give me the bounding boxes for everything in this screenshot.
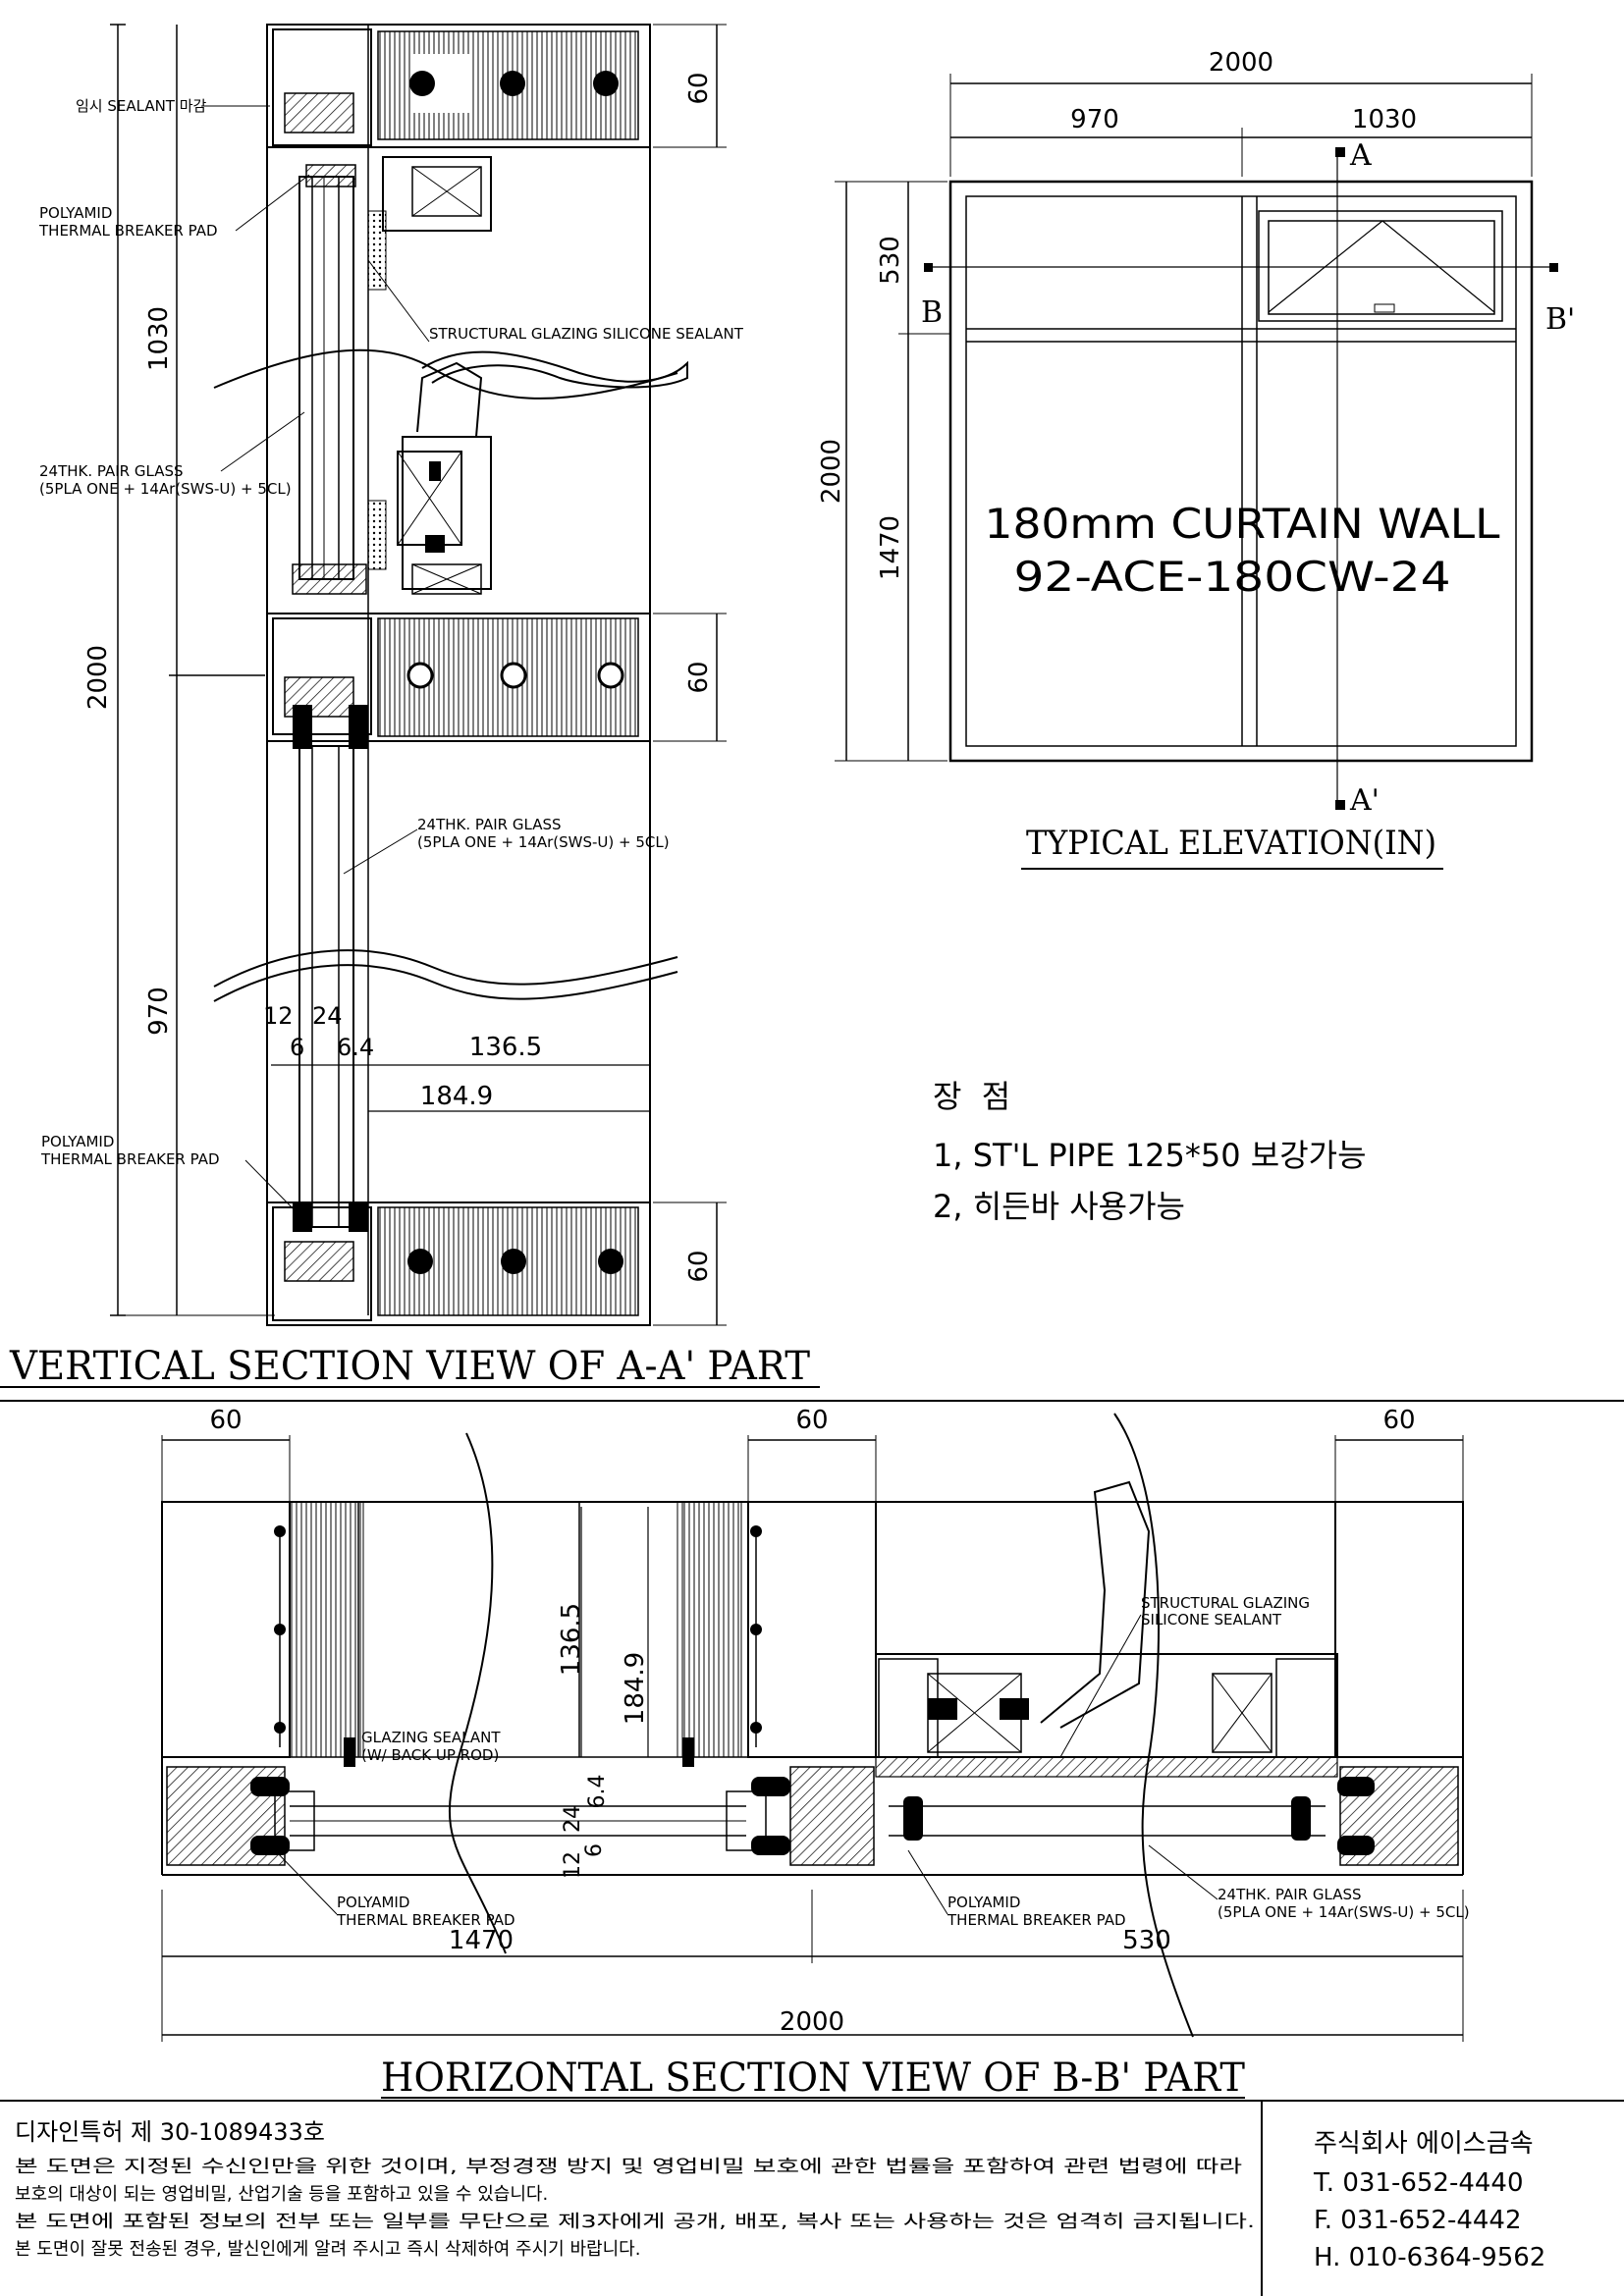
- footer-notice2: 보호의 대상이 되는 영업비밀, 산업기술 등을 포함하고 있을 수 있습니다.: [15, 2184, 548, 2205]
- hs-title: HORIZONTAL SECTION VIEW OF B-B' PART: [381, 2056, 1245, 2101]
- el-product-code: 92-ACE-180CW-24: [1014, 553, 1451, 601]
- vs-dim-6: 6: [290, 1034, 304, 1061]
- vs-label-glass2-b: (5PLA ONE + 14Ar(SWS-U) + 5CL): [417, 833, 670, 851]
- vs-label-glass2-a: 24THK. PAIR GLASS: [417, 816, 562, 833]
- el-dim-height-total: 2000: [817, 439, 846, 504]
- vs-label-glass1-a: 24THK. PAIR GLASS: [39, 462, 184, 480]
- hs-dim-2000: 2000: [780, 2007, 844, 2037]
- features-item1: 1, ST'L PIPE 125*50 보강가능: [933, 1137, 1367, 1174]
- hs-dim-60-right: 60: [1382, 1406, 1415, 1435]
- hs-dim-24: 24: [561, 1805, 585, 1833]
- hs-dim-1470: 1470: [449, 1926, 514, 1955]
- features-item2: 2, 히든바 사용가능: [933, 1188, 1185, 1225]
- el-dim-left: 970: [1070, 105, 1119, 134]
- hs-label-glass-a: 24THK. PAIR GLASS: [1218, 1886, 1362, 1903]
- el-marker-a-top: A: [1349, 138, 1372, 173]
- footer-company: 주식회사 에이스금속: [1314, 2129, 1534, 2159]
- features-block: 장 점 1, ST'L PIPE 125*50 보강가능 2, 히든바 사용가능: [933, 1078, 1367, 1225]
- el-dim-right: 1030: [1352, 105, 1417, 134]
- hs-label-glass-b: (5PLA ONE + 14Ar(SWS-U) + 5CL): [1218, 1903, 1470, 1921]
- hs-label-polyamid-left-a: POLYAMID: [337, 1894, 409, 1911]
- vs-label-temp-sealant: 임시 SEALANT 마감: [76, 97, 207, 115]
- el-marker-b-right: B': [1545, 302, 1575, 337]
- footer: 디자인특허 제 30-1089433호 본 도면은 지정된 수신인만을 위한 것…: [15, 2118, 1545, 2272]
- footer-mobile: H. 010-6364-9562: [1314, 2243, 1545, 2272]
- vs-label-glass1-b: (5PLA ONE + 14Ar(SWS-U) + 5CL): [39, 480, 292, 498]
- vs-dim-upper: 1030: [144, 306, 174, 371]
- vs-label-thermal-2: THERMAL BREAKER PAD: [40, 1150, 220, 1168]
- hs-dim-12: 12: [561, 1851, 585, 1879]
- hs-dim-184-9: 184.9: [621, 1652, 650, 1725]
- horizontal-section: 60 60 60: [161, 1406, 1470, 2101]
- vs-label-thermal-1: THERMAL BREAKER PAD: [38, 222, 218, 240]
- el-marker-a-bottom: A': [1349, 783, 1380, 818]
- el-dim-top: 530: [876, 236, 905, 285]
- el-title: TYPICAL ELEVATION(IN): [1026, 824, 1436, 863]
- vs-dim-mullion-mid: 60: [684, 661, 714, 693]
- el-dim-width-total: 2000: [1209, 48, 1273, 78]
- hs-label-glazing-sealant-a: GLAZING SEALANT: [361, 1729, 501, 1746]
- vs-dim-mullion-top: 60: [684, 72, 714, 104]
- hs-label-polyamid-left-b: THERMAL BREAKER PAD: [336, 1911, 515, 1929]
- hs-dim-530: 530: [1122, 1926, 1171, 1955]
- hs-label-structural-b: SILICONE SEALANT: [1141, 1611, 1282, 1629]
- vs-title: VERTICAL SECTION VIEW OF A-A' PART: [9, 1344, 810, 1389]
- hs-dim-136-5: 136.5: [557, 1603, 586, 1676]
- hs-dim-60-left: 60: [209, 1406, 242, 1435]
- vs-label-polyamid-1: POLYAMID: [39, 204, 112, 222]
- hs-label-glazing-sealant-b: (W/ BACK UP ROD): [361, 1746, 499, 1764]
- features-heading: 장 점: [933, 1078, 1010, 1115]
- vs-dim-184-9: 184.9: [420, 1082, 493, 1111]
- el-product-name: 180mm CURTAIN WALL: [985, 500, 1501, 548]
- vs-dim-6-4: 6.4: [337, 1034, 374, 1061]
- vs-dim-mullion-bottom: 60: [684, 1250, 714, 1282]
- vertical-section: 2000 1030 970 60: [0, 24, 820, 1389]
- vs-label-polyamid-2: POLYAMID: [41, 1133, 114, 1150]
- vs-dim-24: 24: [312, 1002, 343, 1030]
- footer-notice1: 본 도면은 지정된 수신인만을 위한 것이며, 부정경쟁 방지 및 영업비밀 보…: [15, 2157, 1243, 2177]
- vs-dim-lower: 970: [144, 987, 174, 1036]
- el-dim-bottom: 1470: [876, 515, 905, 580]
- footer-notice3: 본 도면에 포함된 정보의 전부 또는 일부를 무단으로 제3자에게 공개, 배…: [15, 2212, 1255, 2232]
- hs-label-polyamid-mid-a: POLYAMID: [947, 1894, 1020, 1911]
- vs-dim-12: 12: [263, 1002, 294, 1030]
- footer-patent: 디자인특허 제 30-1089433호: [15, 2118, 325, 2146]
- hs-label-structural-a: STRUCTURAL GLAZING: [1141, 1594, 1310, 1612]
- vs-label-structural: STRUCTURAL GLAZING SILICONE SEALANT: [429, 325, 744, 343]
- hs-dim-60-mid: 60: [795, 1406, 828, 1435]
- hs-dim-6-4: 6.4: [585, 1775, 610, 1809]
- typical-elevation: 2000 970 1030 2000 530 1470 A A': [817, 48, 1575, 870]
- hs-dim-6: 6: [582, 1843, 607, 1857]
- vs-dim-136-5: 136.5: [469, 1033, 542, 1062]
- el-marker-b-left: B: [921, 295, 943, 330]
- footer-fax: F. 031-652-4442: [1314, 2206, 1522, 2235]
- footer-tel: T. 031-652-4440: [1313, 2168, 1524, 2198]
- hs-label-polyamid-mid-b: THERMAL BREAKER PAD: [947, 1911, 1126, 1929]
- footer-notice4: 본 도면이 잘못 전송된 경우, 발신인에게 알려 주시고 즉시 삭제하여 주시…: [15, 2239, 640, 2260]
- vs-dim-total: 2000: [83, 645, 113, 710]
